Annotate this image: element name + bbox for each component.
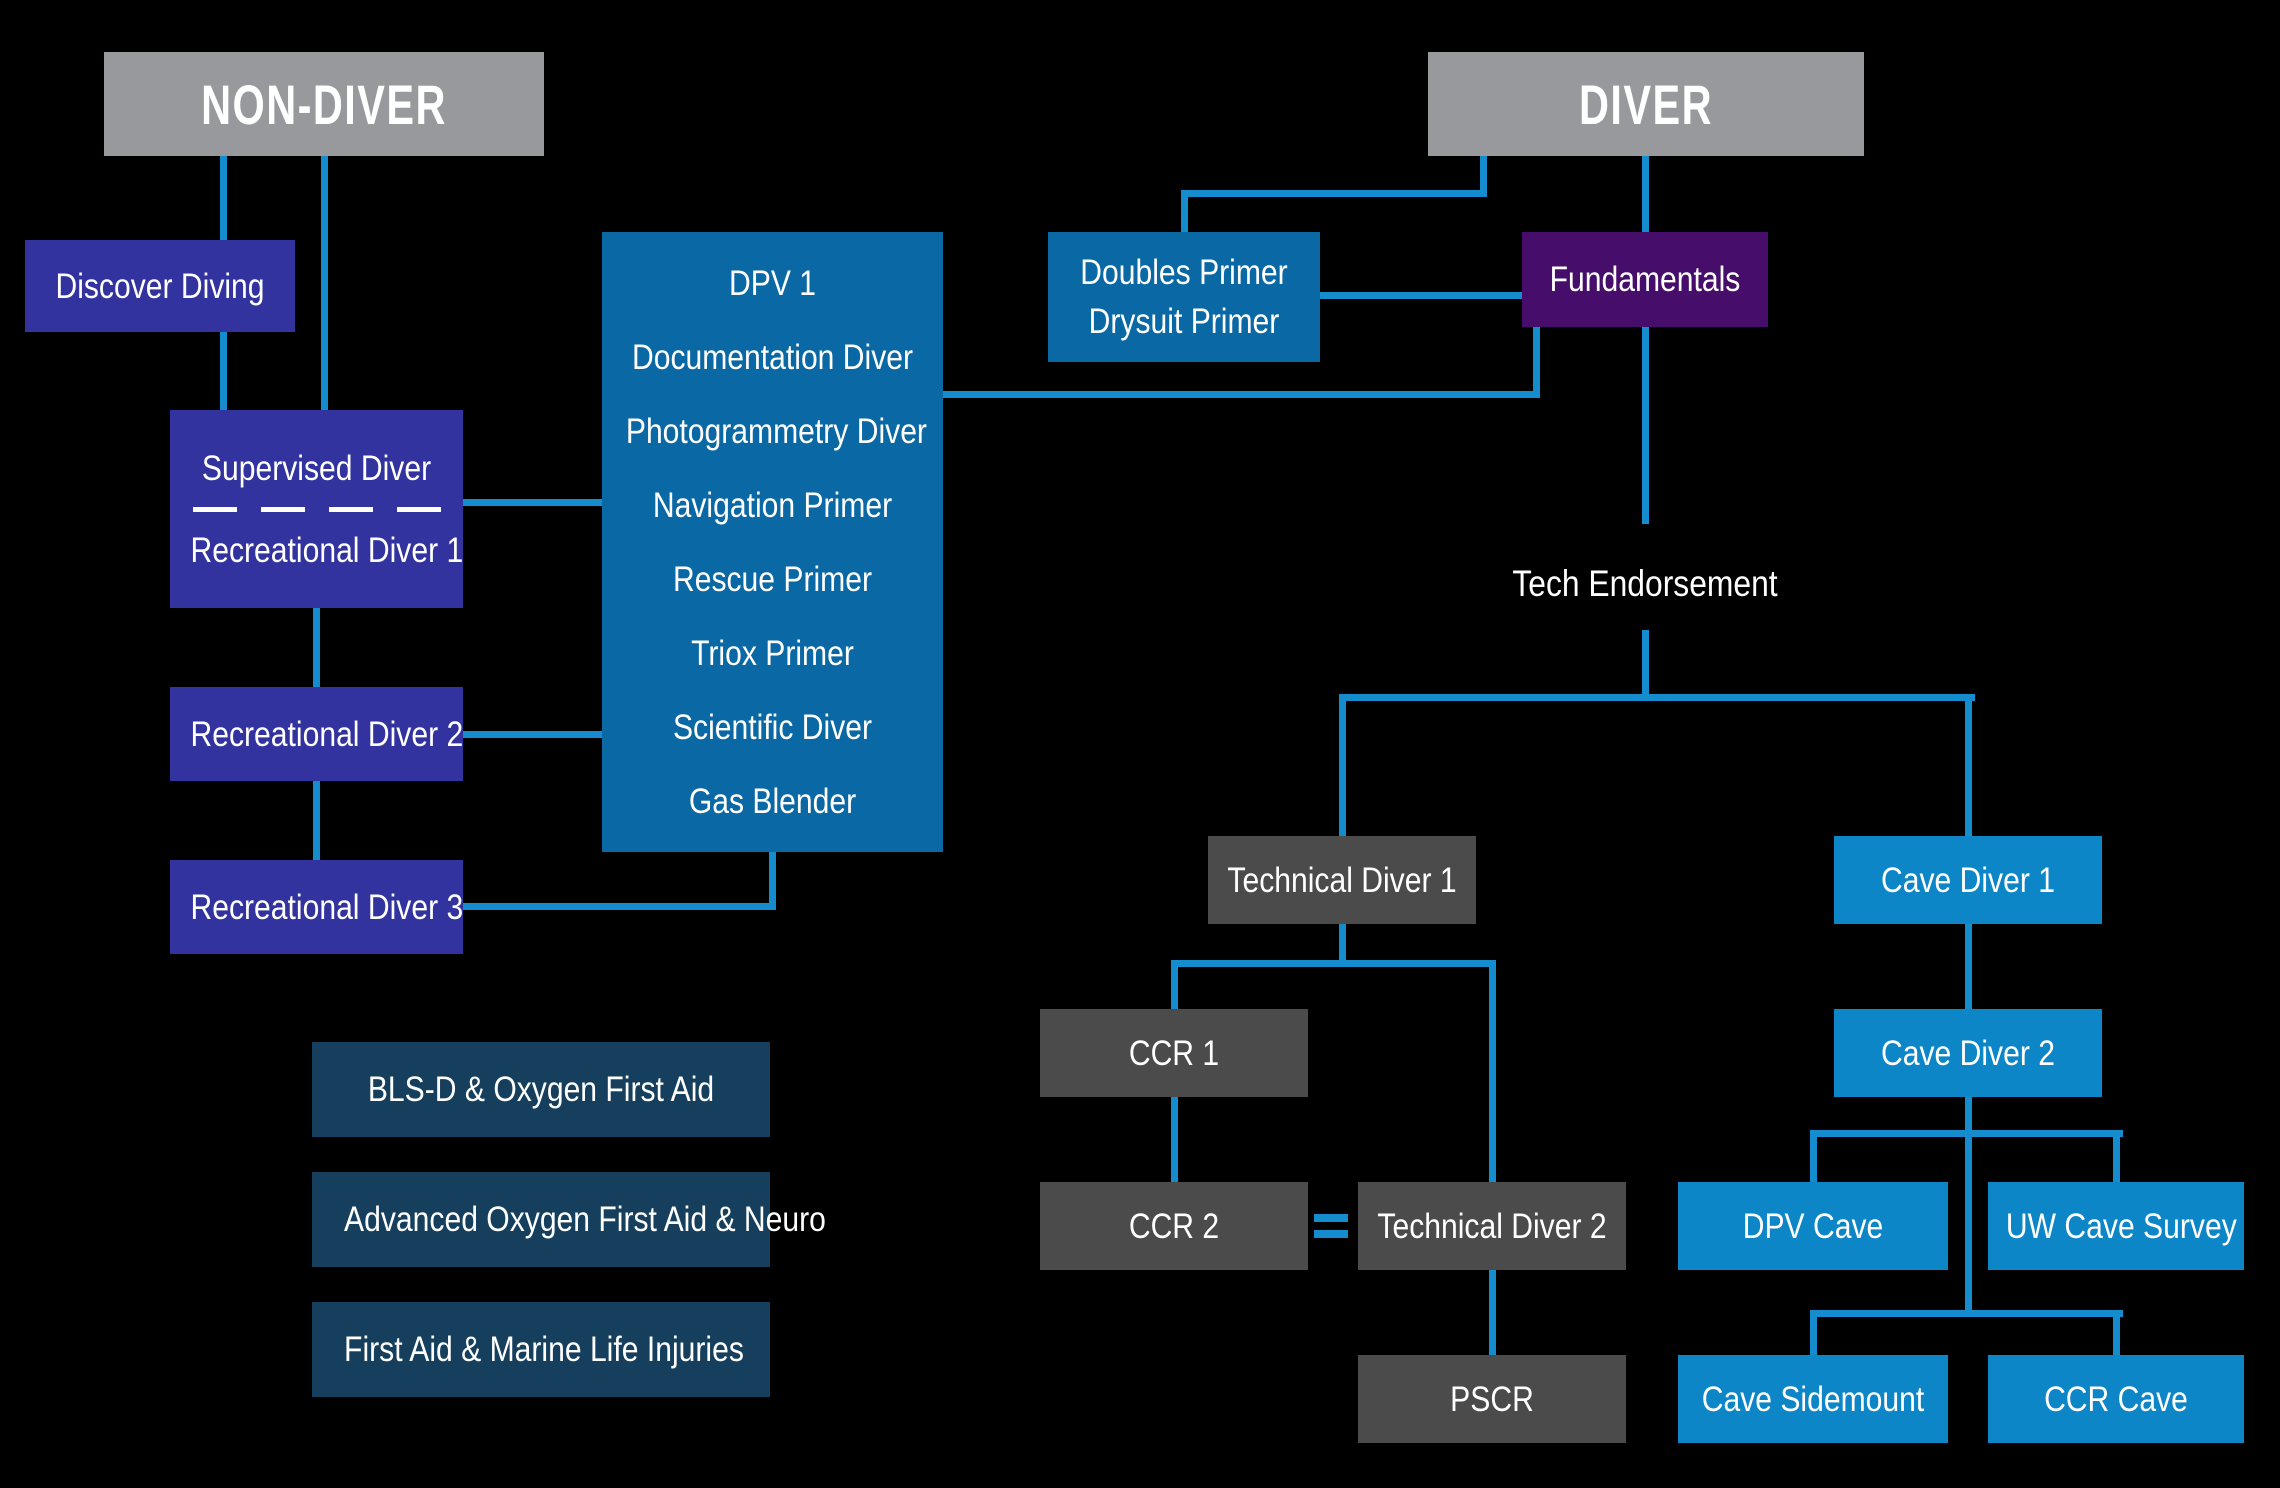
node-cave-diver-2: Cave Diver 2 bbox=[1834, 1009, 2102, 1097]
connector-diver-doubles-stub bbox=[1480, 156, 1487, 197]
node-ccr-2-label: CCR 2 bbox=[1128, 1206, 1220, 1246]
node-specialties-list: DPV 1 Documentation Diver Photogrammetry… bbox=[602, 232, 943, 852]
node-cave-diver-2-label: Cave Diver 2 bbox=[1881, 1033, 2055, 1073]
connector-specialties-fundamentals bbox=[943, 391, 1540, 398]
node-ccr-1: CCR 1 bbox=[1040, 1009, 1308, 1097]
node-supervised-rec1: Supervised Diver Recreational Diver 1 bbox=[170, 410, 463, 608]
node-drysuit-primer-label: Drysuit Primer bbox=[1088, 302, 1280, 341]
equals-icon-bar-top bbox=[1314, 1214, 1348, 1222]
node-ccr-cave-label: CCR Cave bbox=[2044, 1379, 2188, 1419]
equals-icon-bar-bottom bbox=[1314, 1230, 1348, 1238]
node-uw-cave-survey-label: UW Cave Survey bbox=[2005, 1206, 2237, 1246]
connector-td2-pscr bbox=[1489, 1270, 1496, 1355]
specialty-documentation-diver: Documentation Diver bbox=[631, 337, 914, 377]
node-technical-diver-1-label: Technical Diver 1 bbox=[1227, 860, 1457, 900]
header-diver: DIVER bbox=[1428, 52, 1864, 156]
connector-cave-split2-horizontal bbox=[1810, 1310, 2123, 1317]
node-bls-d-oxygen-first-aid-label: BLS-D & Oxygen First Aid bbox=[367, 1070, 715, 1109]
node-tech-endorsement: Tech Endorsement bbox=[1445, 556, 1845, 612]
connector-supervised-specialties bbox=[463, 499, 602, 506]
node-discover-diving: Discover Diving bbox=[25, 240, 295, 332]
connector-split-cd1 bbox=[1965, 694, 1972, 836]
node-cave-diver-1: Cave Diver 1 bbox=[1834, 836, 2102, 924]
node-fundamentals: Fundamentals bbox=[1522, 232, 1768, 327]
connector-ccr1-ccr2 bbox=[1171, 1097, 1178, 1182]
node-supervised-diver-label: Supervised Diver bbox=[201, 448, 432, 488]
connector-rec2-rec3 bbox=[313, 781, 320, 860]
specialty-dpv-1: DPV 1 bbox=[729, 263, 816, 303]
connector-fundamentals-left-stub bbox=[1533, 327, 1540, 398]
node-recreational-diver-1-label: Recreational Diver 1 bbox=[190, 530, 464, 570]
node-dpv-cave: DPV Cave bbox=[1678, 1182, 1948, 1270]
connector-td1-split-horizontal bbox=[1171, 960, 1496, 967]
connector-cave-split1-horizontal bbox=[1810, 1130, 2123, 1137]
node-pscr-label: PSCR bbox=[1450, 1379, 1534, 1419]
node-first-aid-marine-life: First Aid & Marine Life Injuries bbox=[312, 1302, 770, 1397]
connector-tech-split bbox=[1642, 630, 1649, 701]
header-non-diver: NON-DIVER bbox=[104, 52, 544, 156]
node-ccr-1-label: CCR 1 bbox=[1128, 1033, 1220, 1073]
node-technical-diver-1: Technical Diver 1 bbox=[1208, 836, 1476, 924]
node-bls-d-oxygen-first-aid: BLS-D & Oxygen First Aid bbox=[312, 1042, 770, 1137]
connector-supervised-rec2 bbox=[313, 608, 320, 687]
specialty-rescue-primer: Rescue Primer bbox=[672, 559, 873, 599]
connector-fundamentals-tech bbox=[1642, 327, 1649, 524]
node-recreational-diver-2: Recreational Diver 2 bbox=[170, 687, 463, 781]
connector-cd2-lower bbox=[1965, 1097, 1972, 1316]
connector-split-uwcave bbox=[2113, 1130, 2120, 1182]
connector-nondiver-supervised bbox=[321, 156, 328, 410]
node-uw-cave-survey: UW Cave Survey bbox=[1988, 1182, 2244, 1270]
node-ccr-2: CCR 2 bbox=[1040, 1182, 1308, 1270]
connector-tech-split-horizontal bbox=[1339, 694, 1975, 701]
node-recreational-diver-3-label: Recreational Diver 3 bbox=[190, 887, 464, 927]
node-advanced-oxygen-first-aid: Advanced Oxygen First Aid & Neuro bbox=[312, 1172, 826, 1267]
connector-split-td2 bbox=[1489, 960, 1496, 1182]
connector-split-sidemount bbox=[1810, 1310, 1817, 1355]
connector-specialties-bottom-stub bbox=[769, 852, 776, 910]
connector-cd1-cd2 bbox=[1965, 924, 1972, 1009]
node-doubles-drysuit-primer: Doubles Primer Drysuit Primer bbox=[1048, 232, 1320, 362]
node-recreational-diver-2-label: Recreational Diver 2 bbox=[190, 714, 464, 754]
node-tech-endorsement-label: Tech Endorsement bbox=[1512, 563, 1778, 605]
connector-split-ccr1 bbox=[1171, 960, 1178, 1009]
node-advanced-oxygen-first-aid-label: Advanced Oxygen First Aid & Neuro bbox=[344, 1200, 826, 1239]
node-recreational-diver-3: Recreational Diver 3 bbox=[170, 860, 463, 954]
node-fundamentals-label: Fundamentals bbox=[1549, 260, 1741, 299]
specialty-photogrammetry-diver: Photogrammetry Diver bbox=[625, 411, 927, 451]
connector-rec2-specialties bbox=[463, 731, 602, 738]
connector-nondiver-discover bbox=[220, 156, 227, 240]
node-technical-diver-2-label: Technical Diver 2 bbox=[1377, 1206, 1607, 1246]
node-cave-sidemount-label: Cave Sidemount bbox=[1701, 1379, 1925, 1419]
node-doubles-primer-label: Doubles Primer bbox=[1080, 253, 1288, 292]
specialty-navigation-primer: Navigation Primer bbox=[652, 485, 893, 525]
specialty-scientific-diver: Scientific Diver bbox=[672, 707, 873, 747]
node-discover-diving-label: Discover Diving bbox=[55, 266, 265, 306]
node-first-aid-marine-life-label: First Aid & Marine Life Injuries bbox=[344, 1330, 744, 1369]
dashed-divider bbox=[192, 506, 441, 512]
connector-td1-stub bbox=[1339, 924, 1346, 967]
node-ccr-cave: CCR Cave bbox=[1988, 1355, 2244, 1443]
node-dpv-cave-label: DPV Cave bbox=[1742, 1206, 1884, 1246]
connector-split-td1 bbox=[1339, 694, 1346, 836]
connector-discover-supervised bbox=[220, 332, 227, 410]
connector-diver-fundamentals bbox=[1642, 156, 1649, 232]
specialty-gas-blender: Gas Blender bbox=[688, 781, 857, 821]
connector-rec3-specialties bbox=[463, 903, 776, 910]
node-technical-diver-2: Technical Diver 2 bbox=[1358, 1182, 1626, 1270]
node-pscr: PSCR bbox=[1358, 1355, 1626, 1443]
header-non-diver-label: NON-DIVER bbox=[201, 72, 447, 136]
node-cave-diver-1-label: Cave Diver 1 bbox=[1881, 860, 2055, 900]
connector-doubles-fundamentals bbox=[1320, 292, 1522, 299]
connector-split-dpvcave bbox=[1810, 1130, 1817, 1182]
connector-split-ccrcave bbox=[2113, 1310, 2120, 1355]
header-diver-label: DIVER bbox=[1578, 72, 1714, 136]
connector-doubles-drop bbox=[1181, 190, 1188, 232]
specialty-triox-primer: Triox Primer bbox=[691, 633, 854, 673]
node-cave-sidemount: Cave Sidemount bbox=[1678, 1355, 1948, 1443]
connector-diver-doubles-horizontal bbox=[1181, 190, 1487, 197]
